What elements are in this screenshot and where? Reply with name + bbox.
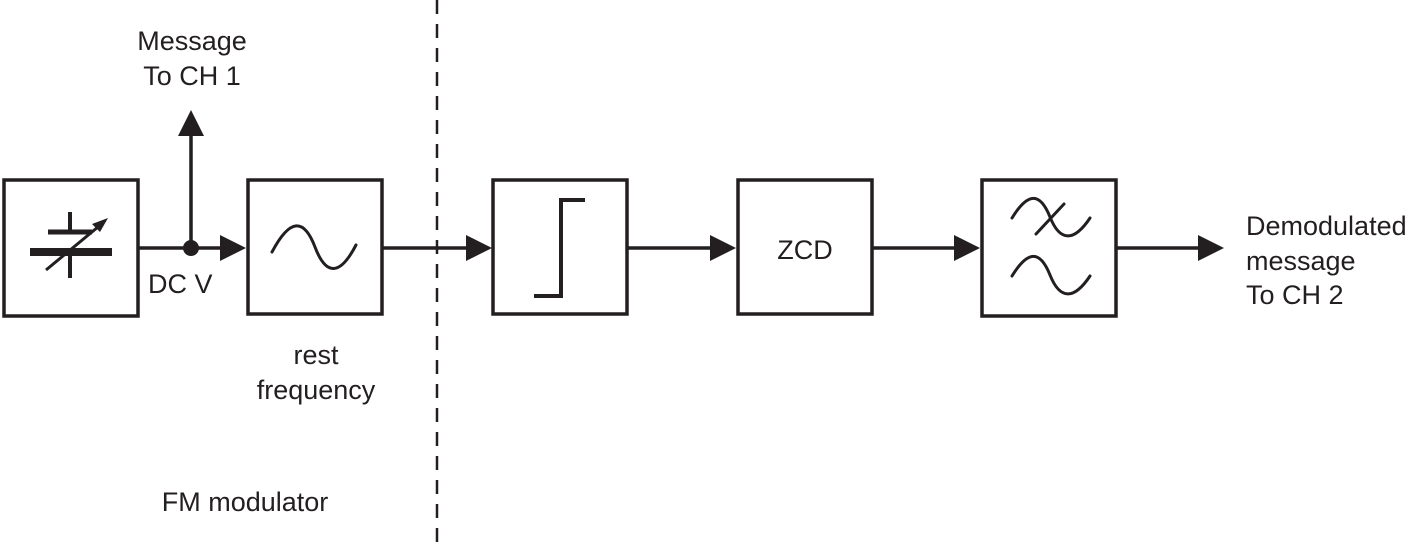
dc-v-label: DC V bbox=[148, 269, 213, 299]
comparator-step-icon bbox=[534, 198, 585, 298]
arrow-up-message bbox=[178, 110, 204, 136]
sine-wave-icon bbox=[270, 224, 358, 270]
arrow-output bbox=[1198, 235, 1224, 261]
rest-frequency-line1: rest bbox=[293, 340, 339, 370]
arrow-to-oscillator bbox=[220, 235, 246, 261]
message-label-line1: Message bbox=[137, 26, 247, 56]
demodulated-label-line3: To CH 2 bbox=[1246, 280, 1344, 310]
variable-capacitor-icon bbox=[30, 212, 112, 278]
rest-frequency-line2: frequency bbox=[257, 375, 376, 405]
message-label-line2: To CH 1 bbox=[143, 61, 241, 91]
fm-modulator-label: FM modulator bbox=[162, 487, 329, 517]
low-pass-filter-icon bbox=[1010, 197, 1092, 296]
low-pass-filter-block bbox=[980, 178, 1118, 318]
arrow-to-comparator bbox=[466, 235, 492, 261]
demodulated-label-line1: Demodulated bbox=[1246, 211, 1407, 241]
arrow-to-zcd bbox=[710, 235, 736, 261]
demodulated-label-line2: message bbox=[1246, 246, 1356, 276]
arrow-to-filter bbox=[954, 235, 980, 261]
zcd-label: ZCD bbox=[777, 235, 833, 265]
